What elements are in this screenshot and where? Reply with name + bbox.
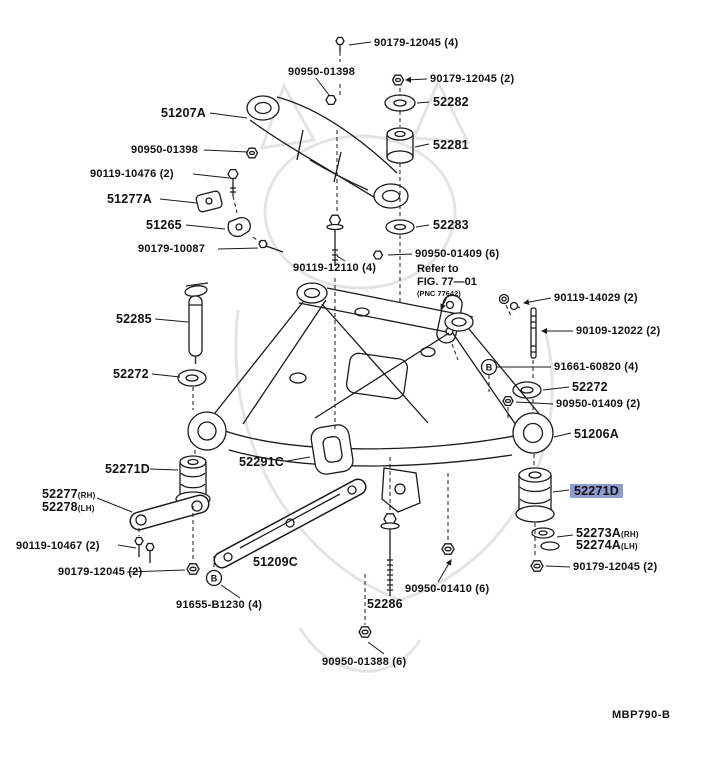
upper-crossmember-51207a: [246, 95, 409, 209]
part-label-51265[interactable]: 51265: [146, 218, 182, 232]
fasteners: [134, 36, 544, 638]
part-label-90179-12045-a[interactable]: 90179-12045 (4): [374, 37, 459, 49]
part-label-90119-12110[interactable]: 90119-12110 (4): [293, 262, 377, 274]
washers-52273a-52274a: [531, 527, 560, 551]
part-label-51206a[interactable]: 51206A: [574, 427, 619, 441]
part-label-90950-01409-b[interactable]: 90950-01409 (2): [556, 398, 641, 410]
link-52285: [184, 282, 209, 364]
assembly-dashed-lines: [138, 52, 536, 625]
clamp-51265: [227, 217, 251, 238]
bracket-52291c: [310, 424, 354, 475]
part-label-90119-10467[interactable]: 90119-10467 (2): [16, 540, 100, 552]
part-label-90950-01398-b[interactable]: 90950-01398: [131, 144, 199, 156]
part-number: 52277: [42, 487, 78, 501]
part-label-52281[interactable]: 52281: [433, 138, 469, 152]
part-label-51209c[interactable]: 51209C: [253, 555, 298, 569]
part-label-91655-b1230[interactable]: 91655-B1230 (4): [176, 599, 263, 611]
part-label-91661-60820[interactable]: 91661-60820 (4): [554, 361, 639, 373]
part-label-52285[interactable]: 52285: [116, 312, 152, 326]
refer-note-pnc: (PNC 77642): [417, 289, 461, 299]
part-label-52283[interactable]: 52283: [433, 218, 469, 232]
part-label-90950-01388[interactable]: 90950-01388 (6): [322, 656, 407, 668]
part-label-52272-left[interactable]: 52272: [113, 367, 149, 381]
part-number: 52274A: [576, 538, 621, 552]
part-label-51207a[interactable]: 51207A: [161, 106, 206, 120]
stud-90119-14029: [498, 293, 521, 311]
part-label-90179-12045-d[interactable]: 90179-12045 (2): [573, 561, 658, 573]
part-label-51277a[interactable]: 51277A: [107, 192, 152, 206]
lower-arm-52277-52278: [129, 494, 210, 531]
figure-code: MBP790-B: [612, 709, 671, 721]
part-label-52282[interactable]: 52282: [433, 95, 469, 109]
part-number: 52273A: [576, 526, 621, 540]
grommet-52272-left: [177, 369, 207, 387]
part-label-52278[interactable]: 52278(LH): [42, 500, 95, 516]
grommet-52272-right: [512, 381, 542, 399]
main-suspension-member-51206a: [187, 282, 554, 513]
leader-lines: [96, 41, 574, 655]
part-label-90119-10476[interactable]: 90119-10476 (2): [90, 168, 174, 180]
front-brace-51209c: [213, 478, 367, 569]
part-label-52273a[interactable]: 52273A(RH): [576, 526, 639, 542]
part-label-90950-01398-a[interactable]: 90950-01398: [288, 66, 356, 78]
part-label-52286[interactable]: 52286: [367, 597, 403, 611]
part-label-90109-12022[interactable]: 90109-12022 (2): [576, 325, 661, 337]
part-label-52272-right[interactable]: 52272: [572, 380, 608, 394]
part-label-90950-01409-a[interactable]: 90950-01409 (6): [415, 248, 500, 260]
part-label-90179-12045-b[interactable]: 90179-12045 (2): [430, 73, 515, 85]
refer-note: Refer to FIG. 77—01 (PNC 77642): [417, 263, 477, 298]
part-label-52274a[interactable]: 52274A(LH): [576, 538, 638, 554]
part-side-suffix: (RH): [77, 491, 96, 500]
fastener-marker-letter: B: [486, 363, 493, 373]
stud-90109-12022: [530, 307, 537, 359]
part-label-90119-14029[interactable]: 90119-14029 (2): [554, 292, 638, 304]
insulator-51277a: [195, 190, 223, 213]
part-side-suffix: (LH): [621, 542, 638, 551]
part-label-52291c[interactable]: 52291C: [239, 455, 284, 469]
fastener-marker-letter: B: [211, 574, 218, 584]
part-number: 52278: [42, 500, 78, 514]
refer-note-line1: Refer to: [417, 263, 459, 275]
fastener-marker-b-right: B: [480, 358, 498, 376]
part-label-90950-01410[interactable]: 90950-01410 (6): [405, 583, 490, 595]
part-side-suffix: (RH): [621, 530, 639, 539]
part-label-90179-12045-c[interactable]: 90179-12045 (2): [58, 566, 143, 578]
part-label-52277[interactable]: 52277(RH): [42, 487, 95, 503]
part-label-52271d-left[interactable]: 52271D: [105, 462, 150, 476]
part-label-90179-10087[interactable]: 90179-10087: [138, 243, 206, 255]
refer-note-line2: FIG. 77—01: [417, 276, 477, 289]
fastener-marker-b-left: B: [205, 569, 223, 587]
part-label-52271d-selected[interactable]: 52271D: [570, 484, 623, 498]
part-side-suffix: (LH): [77, 504, 95, 513]
bushing-52271d-right: [515, 467, 555, 523]
